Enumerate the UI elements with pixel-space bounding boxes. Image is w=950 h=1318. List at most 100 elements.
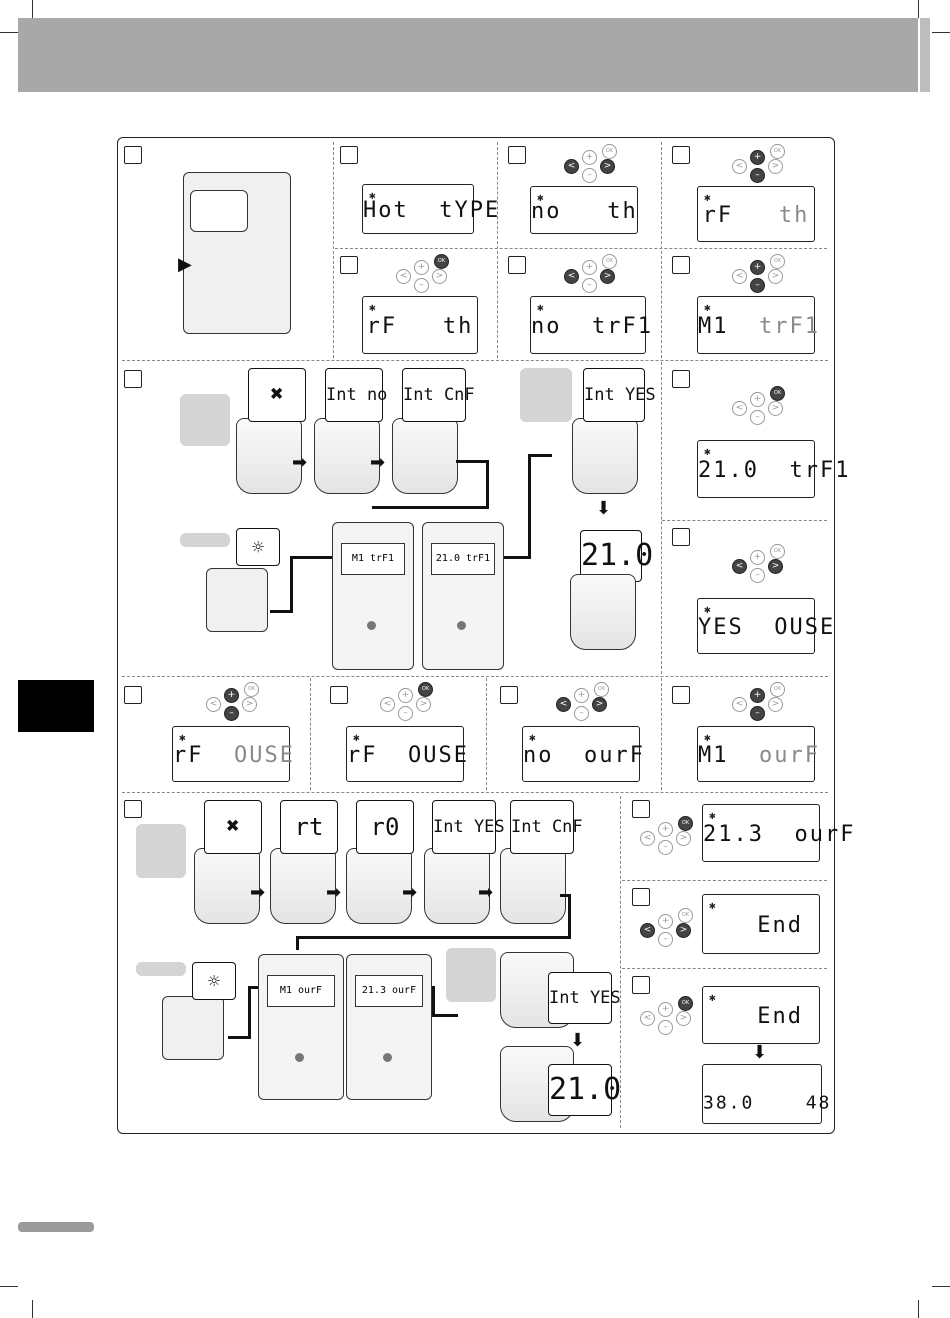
ok-button[interactable]: OK bbox=[678, 908, 693, 923]
right-button[interactable]: > bbox=[676, 1011, 691, 1026]
right-button[interactable]: > bbox=[600, 269, 615, 284]
right-button[interactable]: > bbox=[768, 559, 783, 574]
left-button[interactable]: < bbox=[380, 697, 395, 712]
left-button[interactable]: < bbox=[732, 559, 747, 574]
ok-button[interactable]: OK bbox=[770, 544, 785, 559]
plus-button[interactable]: + bbox=[398, 688, 413, 703]
left-button[interactable]: < bbox=[732, 159, 747, 174]
plus-button[interactable]: + bbox=[750, 150, 765, 165]
left-button[interactable]: < bbox=[732, 697, 747, 712]
divider bbox=[122, 676, 828, 677]
minus-button[interactable]: – bbox=[750, 168, 765, 183]
left-button[interactable]: < bbox=[396, 269, 411, 284]
right-button[interactable]: > bbox=[416, 697, 431, 712]
lcd-display: ✱ Hot tYPE bbox=[362, 184, 498, 234]
ok-button[interactable]: OK bbox=[434, 254, 449, 269]
callout-bubble: ✖ bbox=[248, 368, 306, 422]
left-button[interactable]: < bbox=[206, 697, 221, 712]
header-banner-edge bbox=[920, 18, 930, 92]
minus-button[interactable]: – bbox=[750, 278, 765, 293]
divider bbox=[622, 968, 827, 969]
highlight-box bbox=[136, 824, 186, 878]
ok-button[interactable]: OK bbox=[244, 682, 259, 697]
figure-frame bbox=[117, 137, 835, 1134]
ok-button[interactable]: OK bbox=[770, 386, 785, 401]
step-box bbox=[330, 686, 348, 704]
left-button[interactable]: < bbox=[640, 831, 655, 846]
right-button[interactable]: > bbox=[676, 831, 691, 846]
right-button[interactable]: > bbox=[768, 401, 783, 416]
crop-mark bbox=[32, 1300, 33, 1318]
ok-button[interactable]: OK bbox=[770, 144, 785, 159]
arrow-down-icon: ⬇ bbox=[596, 498, 612, 519]
plus-button[interactable]: + bbox=[658, 822, 673, 837]
lcd-display: ✱ End bbox=[702, 986, 820, 1044]
left-button[interactable]: < bbox=[564, 159, 579, 174]
right-button[interactable]: > bbox=[768, 159, 783, 174]
left-button[interactable]: < bbox=[732, 269, 747, 284]
divider bbox=[486, 678, 487, 790]
minus-button[interactable]: – bbox=[658, 840, 673, 855]
minus-button[interactable]: – bbox=[414, 278, 429, 293]
asterisk-icon: ✱ bbox=[704, 731, 711, 744]
plus-button[interactable]: + bbox=[750, 260, 765, 275]
ok-button[interactable]: OK bbox=[678, 816, 693, 831]
ok-button[interactable]: OK bbox=[770, 254, 785, 269]
lcd-display: ✱ M1 ourF bbox=[697, 726, 818, 782]
lcd-display: ✱ rF OUSE bbox=[172, 726, 293, 782]
minus-button[interactable]: – bbox=[750, 410, 765, 425]
ok-button[interactable]: OK bbox=[418, 682, 433, 697]
right-button[interactable]: > bbox=[768, 269, 783, 284]
left-button[interactable]: < bbox=[556, 697, 571, 712]
ok-button[interactable]: OK bbox=[678, 996, 693, 1011]
ok-button[interactable]: OK bbox=[602, 144, 617, 159]
lcd-display: ✱ End bbox=[702, 894, 820, 954]
left-button[interactable]: < bbox=[640, 923, 655, 938]
left-button[interactable]: < bbox=[732, 401, 747, 416]
led-blink-icon: ☼ bbox=[192, 962, 236, 1000]
right-button[interactable]: > bbox=[592, 697, 607, 712]
ok-button[interactable]: OK bbox=[594, 682, 609, 697]
minus-button[interactable]: – bbox=[582, 278, 597, 293]
lcd-text: rF th bbox=[366, 313, 474, 339]
minus-button[interactable]: – bbox=[658, 932, 673, 947]
lcd-display: ✱ M1 trF1 bbox=[697, 296, 818, 354]
right-button[interactable]: > bbox=[676, 923, 691, 938]
minus-button[interactable]: – bbox=[398, 706, 413, 721]
lcd-text: 21.0 trF1 bbox=[698, 457, 851, 483]
plus-button[interactable]: + bbox=[658, 914, 673, 929]
step-box bbox=[632, 888, 650, 906]
plus-button[interactable]: + bbox=[658, 1002, 673, 1017]
minus-button[interactable]: – bbox=[582, 168, 597, 183]
ok-button[interactable]: OK bbox=[770, 682, 785, 697]
plus-button[interactable]: + bbox=[414, 260, 429, 275]
plus-button[interactable]: + bbox=[750, 392, 765, 407]
right-button[interactable]: > bbox=[768, 697, 783, 712]
arrow-right-icon: ➡ bbox=[478, 882, 494, 903]
right-button[interactable]: > bbox=[600, 159, 615, 174]
plus-button[interactable]: + bbox=[750, 688, 765, 703]
minus-button[interactable]: – bbox=[224, 706, 239, 721]
plus-button[interactable]: + bbox=[582, 150, 597, 165]
plus-button[interactable]: + bbox=[582, 260, 597, 275]
plus-button[interactable]: + bbox=[750, 550, 765, 565]
callout-bubble: Int no bbox=[325, 368, 387, 422]
thermostat bbox=[572, 418, 638, 494]
lcd-text: no trF1 bbox=[531, 313, 653, 339]
asterisk-icon: ✱ bbox=[704, 603, 711, 616]
plus-button[interactable]: + bbox=[574, 688, 589, 703]
flow-line bbox=[270, 610, 292, 613]
ok-button[interactable]: OK bbox=[602, 254, 617, 269]
plus-button[interactable]: + bbox=[224, 688, 239, 703]
minus-button[interactable]: – bbox=[574, 706, 589, 721]
left-button[interactable]: < bbox=[640, 1011, 655, 1026]
minus-button[interactable]: – bbox=[658, 1020, 673, 1035]
right-button[interactable]: > bbox=[242, 697, 257, 712]
right-button[interactable]: > bbox=[432, 269, 447, 284]
left-button[interactable]: < bbox=[564, 269, 579, 284]
keypad: OK + – < > bbox=[392, 254, 452, 298]
minus-button[interactable]: – bbox=[750, 706, 765, 721]
flow-line bbox=[248, 986, 264, 989]
minus-button[interactable]: – bbox=[750, 568, 765, 583]
asterisk-icon: ✱ bbox=[537, 301, 544, 314]
